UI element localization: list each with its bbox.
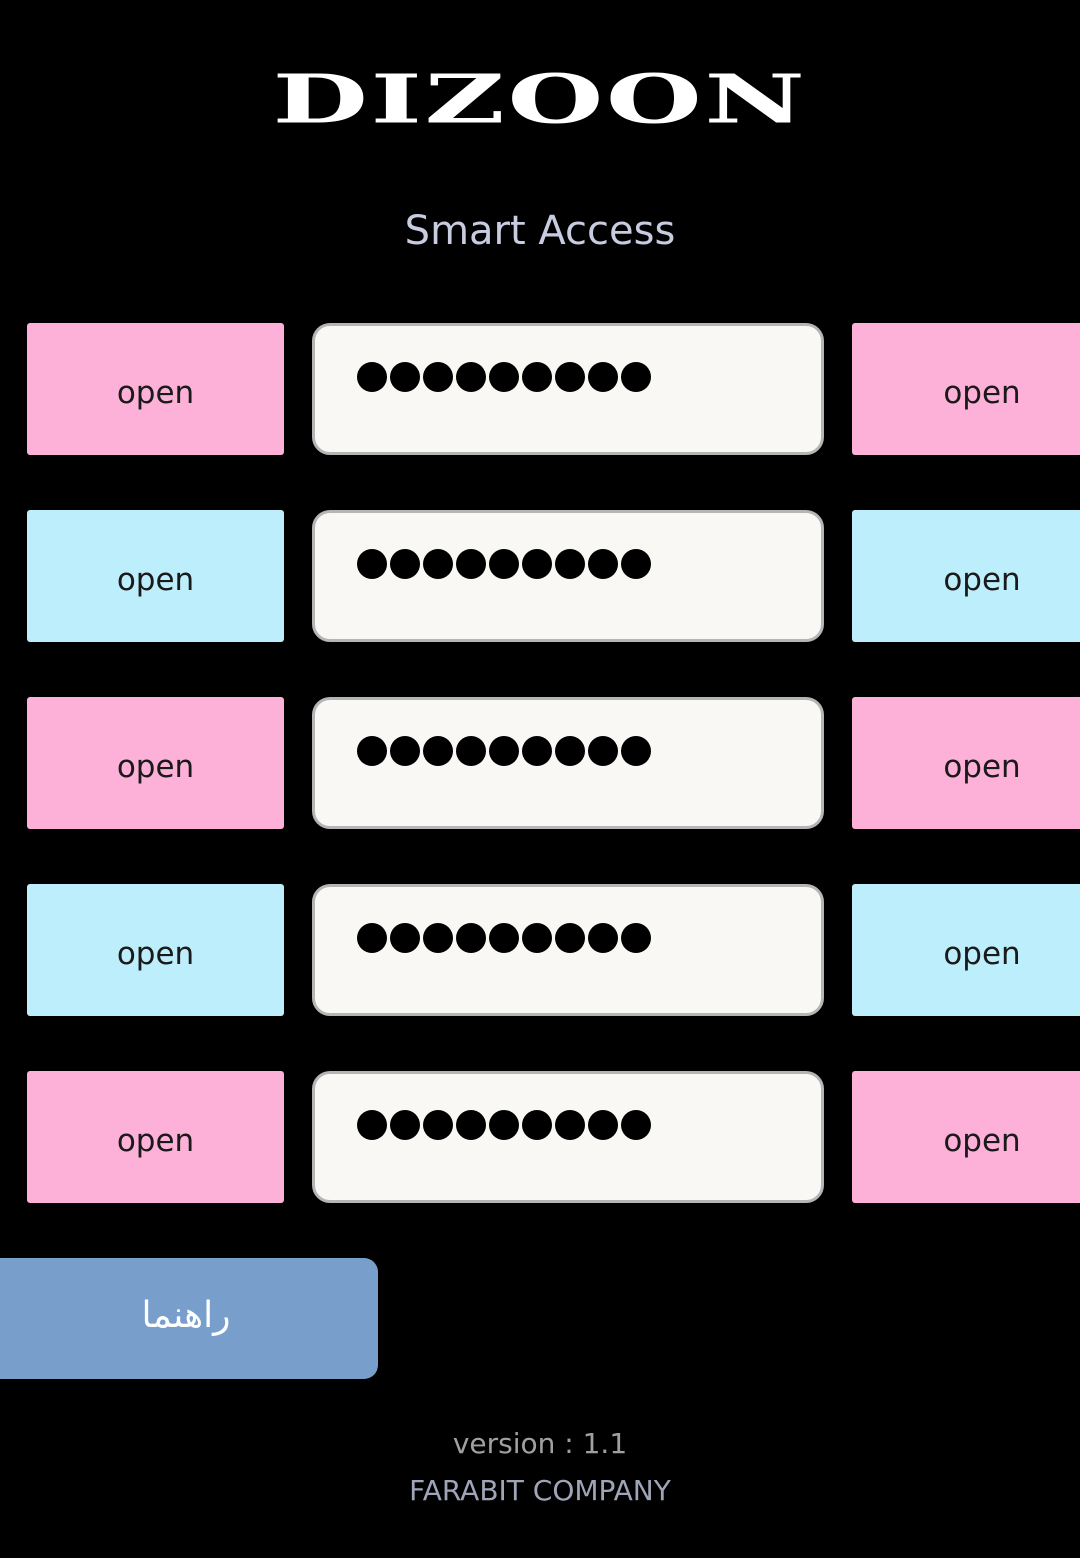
open-button-label: open [116,375,195,411]
company-label: FARABIT COMPANY [409,1474,671,1507]
password-mask-dot [456,736,486,766]
password-mask-dot [522,1110,552,1140]
password-mask-dot [357,736,387,766]
password-mask-dot [489,1110,519,1140]
password-dots [357,923,821,953]
open-button-right-1[interactable]: open [852,323,1080,455]
open-button-label: open [943,936,1021,972]
password-mask-dot [357,923,387,953]
password-mask-dot [489,362,519,392]
password-mask-dot [522,362,552,392]
password-mask-dot [522,923,552,953]
password-field-5[interactable] [312,1071,824,1203]
password-dots [357,362,821,392]
password-mask-dot [423,362,453,392]
password-mask-dot [456,362,486,392]
open-button-label: open [943,562,1021,598]
help-button[interactable]: راهنما [0,1258,378,1379]
password-mask-dot [522,549,552,579]
open-button-left-2[interactable]: open [27,510,284,642]
app-subtitle: Smart Access [404,208,676,254]
password-mask-dot [489,923,519,953]
password-dots [357,736,821,766]
password-field-1[interactable] [312,323,824,455]
password-mask-dot [588,923,618,953]
open-button-label: open [943,1123,1021,1159]
password-mask-dot [456,923,486,953]
password-mask-dot [555,736,585,766]
password-mask-dot [588,362,618,392]
open-button-right-3[interactable]: open [852,697,1080,829]
open-button-label: open [943,749,1021,785]
password-mask-dot [423,736,453,766]
help-button-label: راهنما [141,1295,231,1336]
open-button-label: open [116,1123,195,1159]
password-mask-dot [423,923,453,953]
password-mask-dot [357,549,387,579]
password-mask-dot [357,362,387,392]
open-button-right-2[interactable]: open [852,510,1080,642]
password-mask-dot [489,736,519,766]
password-mask-dot [390,1110,420,1140]
password-mask-dot [621,362,651,392]
open-button-label: open [943,375,1021,411]
password-mask-dot [522,736,552,766]
password-mask-dot [621,1110,651,1140]
password-mask-dot [555,549,585,579]
password-dots [357,1110,821,1140]
password-mask-dot [423,1110,453,1140]
open-button-label: open [116,749,195,785]
password-mask-dot [621,736,651,766]
password-mask-dot [621,549,651,579]
open-button-label: open [116,936,195,972]
password-mask-dot [555,1110,585,1140]
open-button-right-4[interactable]: open [852,884,1080,1016]
version-label: version : 1.1 [452,1427,628,1460]
password-mask-dot [456,549,486,579]
open-button-left-4[interactable]: open [27,884,284,1016]
password-mask-dot [423,549,453,579]
password-mask-dot [588,1110,618,1140]
door-row-3: open open [0,697,1080,829]
password-mask-dot [456,1110,486,1140]
open-button-left-1[interactable]: open [27,323,284,455]
app-logo: DIZOON [272,60,808,139]
password-mask-dot [555,923,585,953]
password-field-3[interactable] [312,697,824,829]
password-mask-dot [390,549,420,579]
password-mask-dot [555,362,585,392]
password-mask-dot [390,362,420,392]
password-mask-dot [390,923,420,953]
door-row-2: open open [0,510,1080,642]
password-mask-dot [390,736,420,766]
open-button-left-3[interactable]: open [27,697,284,829]
door-row-4: open open [0,884,1080,1016]
password-mask-dot [588,736,618,766]
password-mask-dot [489,549,519,579]
password-mask-dot [357,1110,387,1140]
password-mask-dot [621,923,651,953]
open-button-right-5[interactable]: open [852,1071,1080,1203]
password-mask-dot [588,549,618,579]
door-row-1: open open [0,323,1080,455]
password-field-4[interactable] [312,884,824,1016]
password-field-2[interactable] [312,510,824,642]
open-button-label: open [116,562,195,598]
open-button-left-5[interactable]: open [27,1071,284,1203]
door-row-5: open open [0,1071,1080,1203]
password-dots [357,549,821,579]
